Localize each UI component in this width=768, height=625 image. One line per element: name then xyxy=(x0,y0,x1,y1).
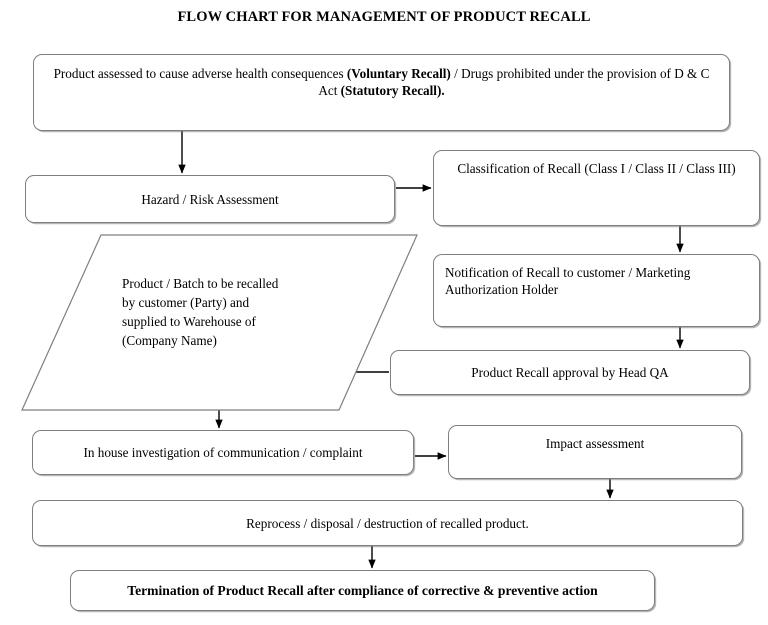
node-batch-recall-text: Product / Batch to be recalled by custom… xyxy=(122,274,342,350)
node-impact-text: Impact assessment xyxy=(545,436,645,451)
node-hazard[interactable]: Hazard / Risk Assessment xyxy=(25,175,395,223)
batch-recall-line-3: (Company Name) xyxy=(122,333,217,348)
batch-recall-line-2: supplied to Warehouse of xyxy=(122,314,256,329)
node-impact[interactable]: Impact assessment xyxy=(448,425,742,479)
node-notification-text: Notification of Recall to customer / Mar… xyxy=(445,265,691,297)
node-approval-text: Product Recall approval by Head QA xyxy=(471,365,669,380)
node-approval[interactable]: Product Recall approval by Head QA xyxy=(390,350,750,395)
node-termination[interactable]: Termination of Product Recall after comp… xyxy=(70,570,655,611)
node-classification-text: Classification of Recall (Class I / Clas… xyxy=(457,161,736,176)
node-hazard-text: Hazard / Risk Assessment xyxy=(141,191,279,207)
node-classification[interactable]: Classification of Recall (Class I / Clas… xyxy=(433,150,760,226)
assessment-part-3: (Statutory Recall). xyxy=(340,83,445,98)
node-investigation-text: In house investigation of communication … xyxy=(83,445,363,460)
node-reprocess-text: Reprocess / disposal / destruction of re… xyxy=(246,515,529,531)
node-reprocess[interactable]: Reprocess / disposal / destruction of re… xyxy=(32,500,743,546)
node-batch-recall[interactable]: Product / Batch to be recalled by custom… xyxy=(16,232,426,414)
assessment-part-0: Product assessed to cause adverse health… xyxy=(53,66,347,81)
parallelogram-shape xyxy=(21,234,418,411)
node-termination-text: Termination of Product Recall after comp… xyxy=(127,583,598,598)
node-assessment-text: Product assessed to cause adverse health… xyxy=(46,65,717,99)
node-investigation[interactable]: In house investigation of communication … xyxy=(32,430,414,475)
node-notification[interactable]: Notification of Recall to customer / Mar… xyxy=(433,254,760,327)
assessment-part-2: / Drugs prohibited under the provision o… xyxy=(318,66,710,98)
batch-recall-line-1: by customer (Party) and xyxy=(122,295,250,310)
page-title: FLOW CHART FOR MANAGEMENT OF PRODUCT REC… xyxy=(177,9,591,25)
assessment-part-1: (Voluntary Recall) xyxy=(346,66,451,81)
batch-recall-line-0: Product / Batch to be recalled xyxy=(122,276,279,291)
node-assessment[interactable]: Product assessed to cause adverse health… xyxy=(33,54,730,131)
